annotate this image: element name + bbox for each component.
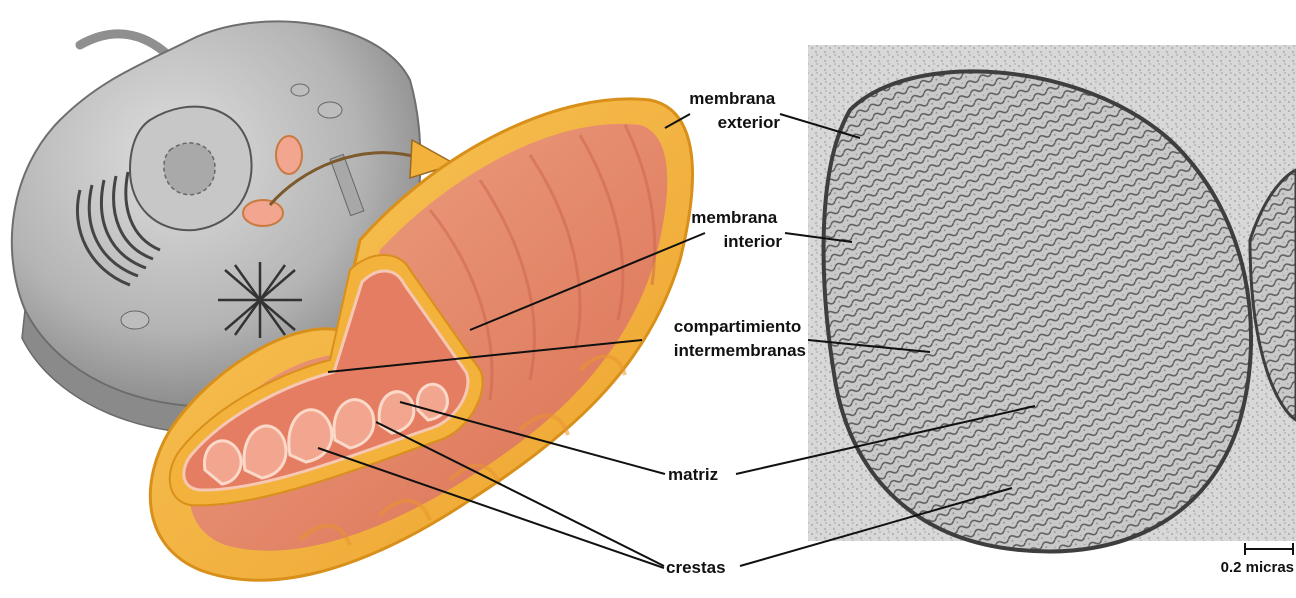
vesicle	[121, 311, 149, 329]
label-cristae: crestas	[666, 558, 726, 577]
label-matrix: matriz	[668, 465, 718, 484]
label-outer-membrane: membrana exterior	[689, 89, 780, 132]
cell-flagellum	[80, 34, 168, 55]
vesicle	[291, 84, 309, 96]
vesicle	[318, 102, 342, 118]
centriole	[218, 262, 302, 338]
label-inner-membrane: membrana interior	[691, 208, 782, 251]
small-mitochondrion	[276, 136, 302, 174]
small-mitochondrion-highlight	[243, 200, 283, 226]
label-intermembrane: compartimiento intermembranas	[674, 317, 806, 360]
scale-bar-label: 0.2 micras	[1221, 559, 1294, 576]
nucleolus	[164, 143, 215, 195]
electron-micrograph	[808, 45, 1296, 551]
scale-bar: 0.2 micras	[1221, 543, 1294, 576]
